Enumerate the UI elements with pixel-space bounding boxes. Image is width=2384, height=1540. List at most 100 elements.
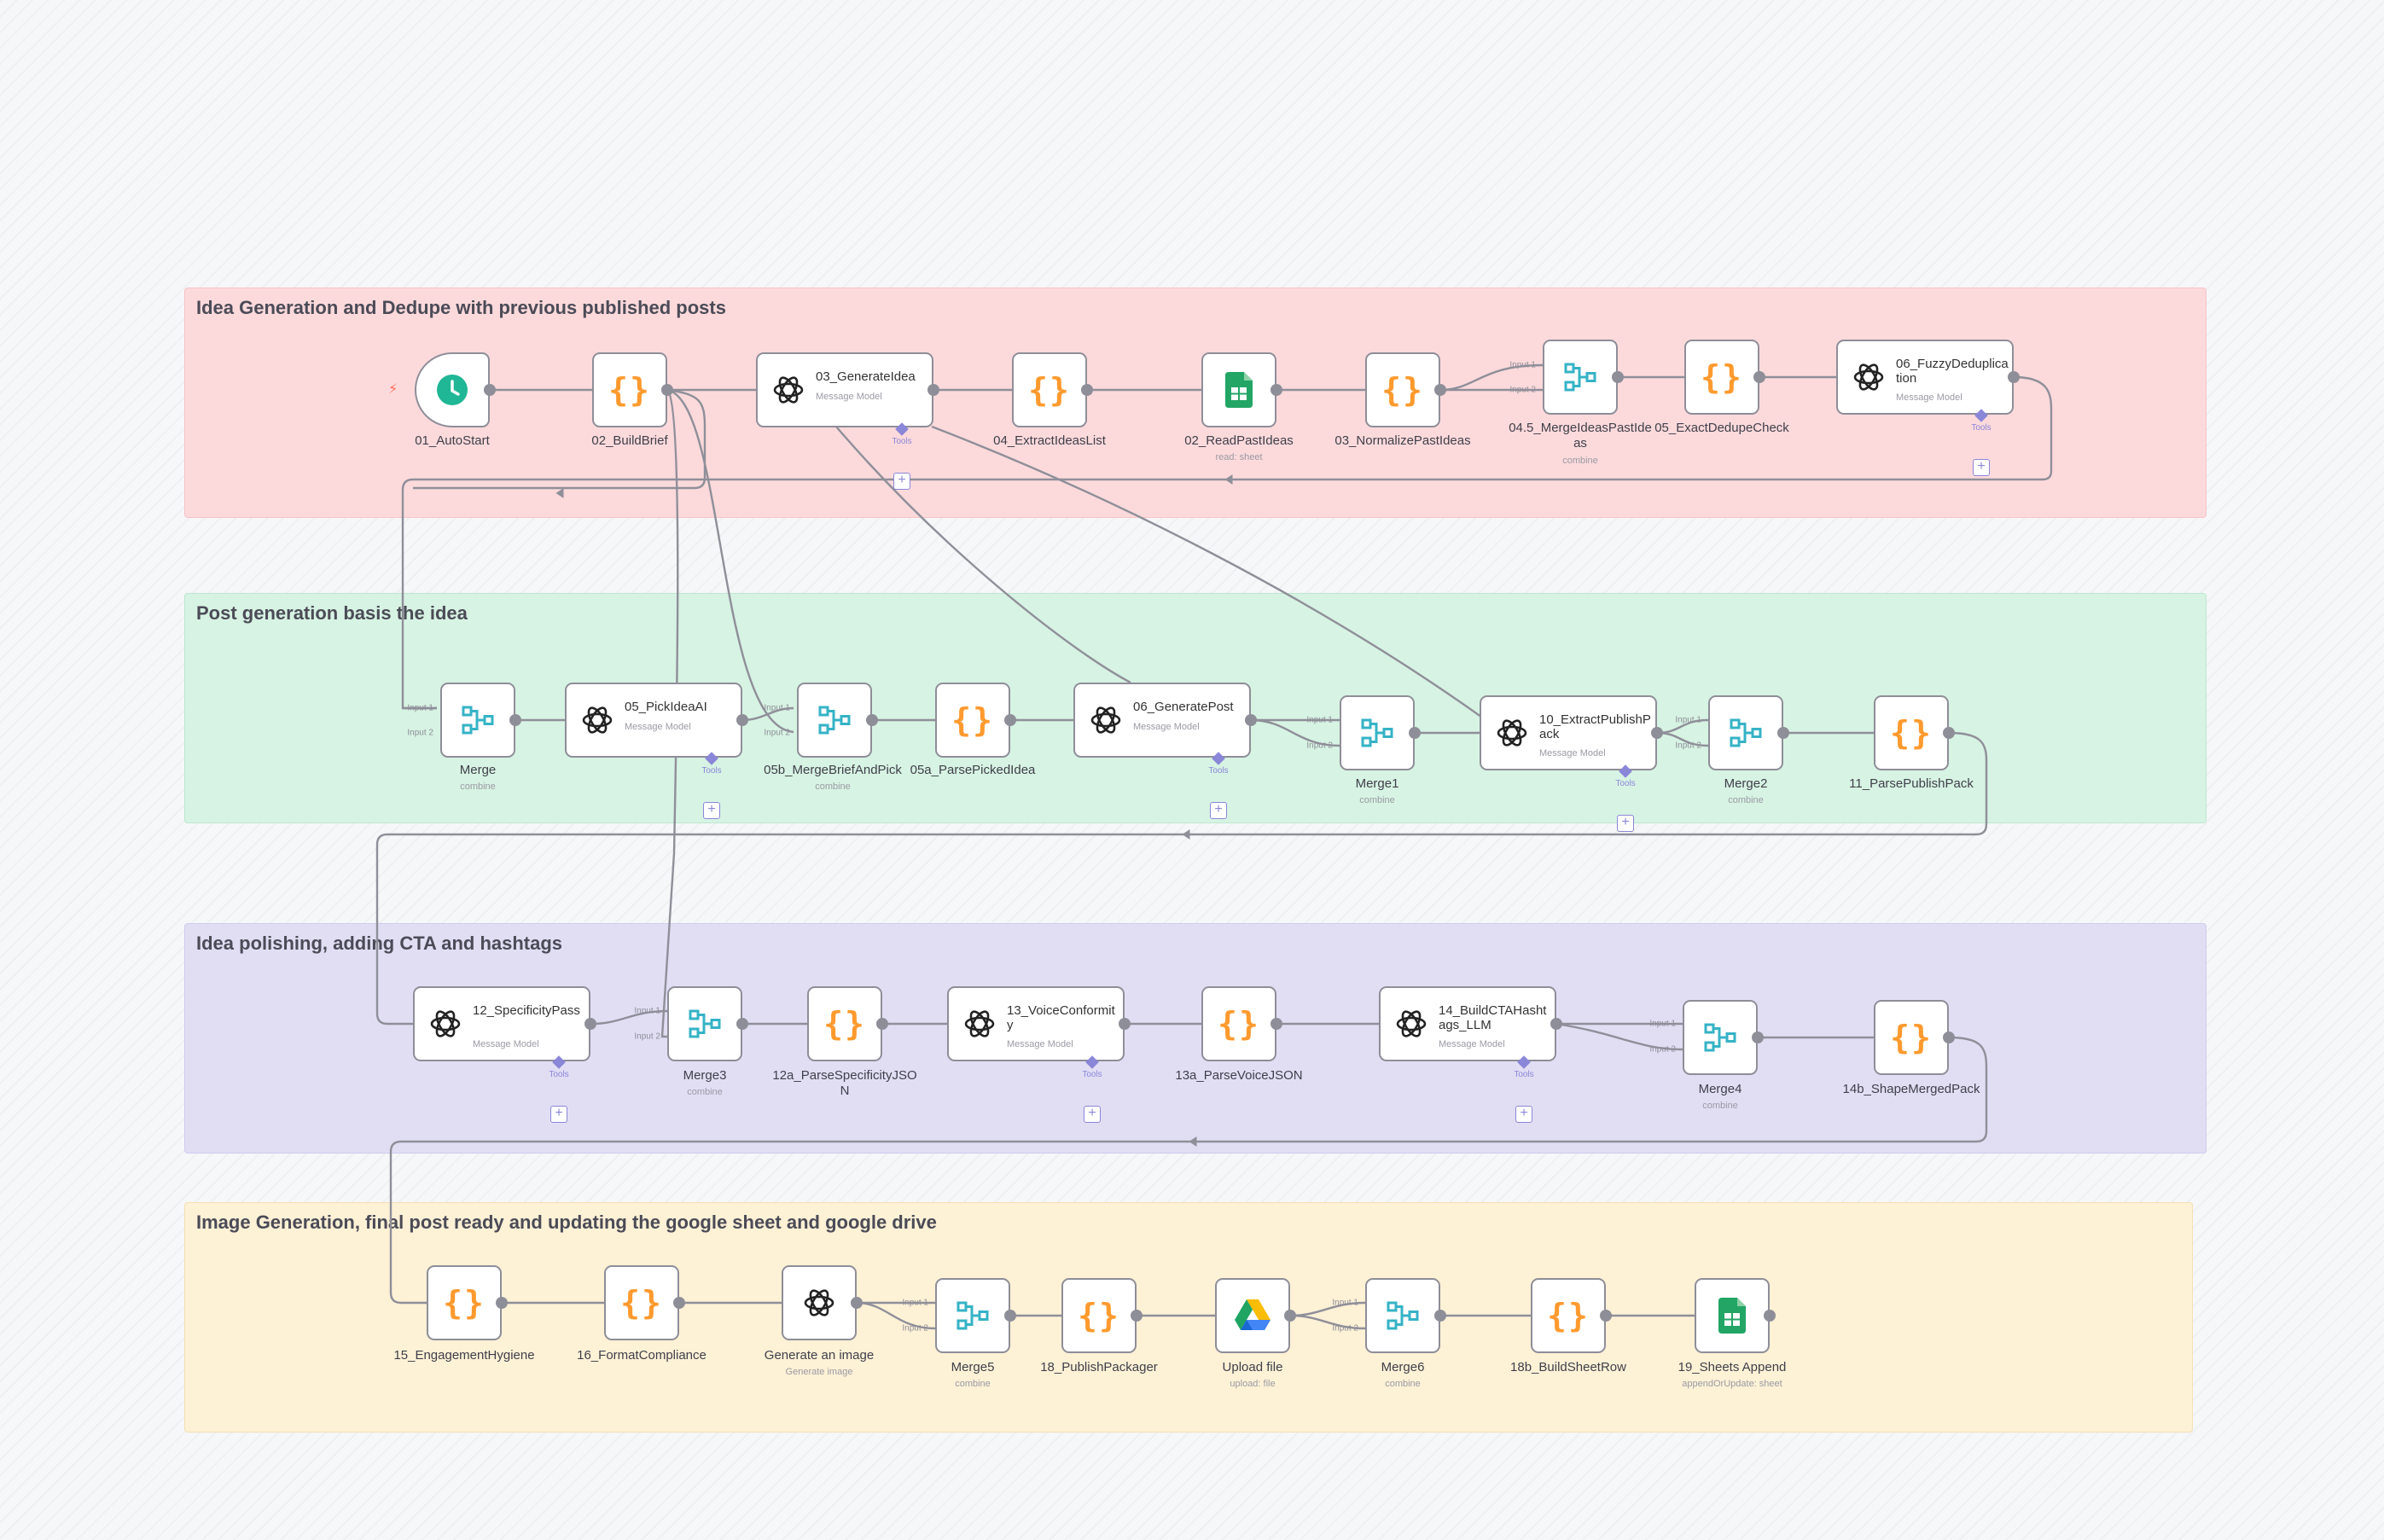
- code-braces-icon: {}: [951, 701, 994, 739]
- output-port[interactable]: [1284, 1310, 1296, 1322]
- node-extract-ideas[interactable]: {}: [1012, 352, 1087, 427]
- input-label: Input 1: [1649, 1019, 1676, 1029]
- node-merge2[interactable]: [1708, 695, 1783, 770]
- node-merge6[interactable]: [1365, 1278, 1440, 1353]
- node-subtitle: appendOrUpdate: sheet: [1682, 1379, 1782, 1389]
- output-port[interactable]: [851, 1297, 863, 1309]
- openai-icon: [802, 1286, 836, 1320]
- node-format-compliance[interactable]: {}: [604, 1265, 679, 1340]
- output-port[interactable]: [1131, 1310, 1143, 1322]
- node-subtitle: Generate image: [785, 1367, 853, 1377]
- node-engagement-hygiene[interactable]: {}: [427, 1265, 502, 1340]
- node-autostart[interactable]: [415, 352, 490, 427]
- node-label: Generate an image: [764, 1348, 875, 1363]
- output-port[interactable]: [1600, 1310, 1612, 1322]
- node-build-sheet-row[interactable]: {}: [1531, 1278, 1606, 1353]
- output-port[interactable]: [1434, 1310, 1446, 1322]
- node-build-brief[interactable]: {}: [592, 352, 667, 427]
- openai-icon: [428, 1007, 462, 1041]
- node-label: 04.5_MergeIdeasPastIdeas: [1509, 421, 1652, 450]
- add-tool-button[interactable]: +: [1515, 1106, 1532, 1123]
- output-port[interactable]: [2008, 371, 2020, 383]
- output-port[interactable]: [1004, 714, 1016, 726]
- output-port[interactable]: [1550, 1018, 1562, 1030]
- add-tool-button[interactable]: +: [1973, 459, 1990, 476]
- output-port[interactable]: [736, 714, 748, 726]
- node-build-cta-hashtags[interactable]: 14_BuildCTAHashtags_LLM Message Model: [1379, 986, 1556, 1061]
- add-tool-button[interactable]: +: [1210, 802, 1227, 819]
- add-tool-button[interactable]: +: [703, 802, 720, 819]
- output-port[interactable]: [1119, 1018, 1131, 1030]
- node-label: 14b_ShapeMergedPack: [1842, 1082, 1980, 1096]
- node-merge5[interactable]: [935, 1278, 1010, 1353]
- output-port[interactable]: [1245, 714, 1257, 726]
- node-extract-publish-pack[interactable]: 10_ExtractPublishPack Message Model: [1480, 695, 1657, 770]
- code-braces-icon: {}: [1381, 371, 1424, 409]
- add-tool-button[interactable]: +: [1617, 815, 1634, 832]
- node-merge[interactable]: [440, 683, 515, 758]
- add-tool-button[interactable]: +: [893, 473, 910, 490]
- output-port[interactable]: [1764, 1310, 1776, 1322]
- node-subtitle: Message Model: [1007, 1039, 1073, 1049]
- node-normalize-past-ideas[interactable]: {}: [1365, 352, 1440, 427]
- node-fuzzy-dedupe[interactable]: 06_FuzzyDeduplication Message Model: [1836, 340, 2014, 415]
- output-port[interactable]: [661, 384, 673, 396]
- output-port[interactable]: [1777, 727, 1789, 739]
- google-sheets-icon: [1718, 1298, 1746, 1334]
- node-generate-image[interactable]: [782, 1265, 857, 1340]
- node-merge-ideas-past[interactable]: [1543, 340, 1618, 415]
- output-port[interactable]: [484, 384, 496, 396]
- node-exact-dedupe[interactable]: {}: [1684, 340, 1759, 415]
- output-port[interactable]: [1752, 1032, 1764, 1043]
- input-label: Input 2: [407, 728, 433, 738]
- output-port[interactable]: [673, 1297, 685, 1309]
- output-port[interactable]: [1270, 1018, 1282, 1030]
- output-port[interactable]: [509, 714, 521, 726]
- openai-icon: [1852, 360, 1886, 394]
- node-publish-packager[interactable]: {}: [1061, 1278, 1137, 1353]
- node-parse-specificity[interactable]: {}: [807, 986, 882, 1061]
- output-port[interactable]: [1081, 384, 1093, 396]
- node-shape-merged-pack[interactable]: {}: [1874, 1000, 1949, 1075]
- node-merge-brief-pick[interactable]: [797, 683, 872, 758]
- output-port[interactable]: [876, 1018, 888, 1030]
- output-port[interactable]: [1409, 727, 1421, 739]
- output-port[interactable]: [866, 714, 878, 726]
- add-tool-button[interactable]: +: [1084, 1106, 1101, 1123]
- output-port[interactable]: [1434, 384, 1446, 396]
- node-generate-post[interactable]: 06_GeneratePost Message Model: [1073, 683, 1251, 758]
- node-merge3[interactable]: [667, 986, 742, 1061]
- node-sheets-append[interactable]: [1695, 1278, 1770, 1353]
- output-port[interactable]: [1943, 727, 1955, 739]
- node-upload-file[interactable]: [1215, 1278, 1290, 1353]
- merge-icon: [1730, 718, 1762, 747]
- input-label: Input 1: [407, 703, 433, 713]
- output-port[interactable]: [584, 1018, 596, 1030]
- output-port[interactable]: [1943, 1032, 1955, 1043]
- merge-icon: [689, 1009, 721, 1038]
- input-label: Input 2: [1306, 741, 1333, 751]
- output-port[interactable]: [1651, 727, 1663, 739]
- output-port[interactable]: [1753, 371, 1765, 383]
- output-port[interactable]: [1612, 371, 1624, 383]
- code-braces-icon: {}: [1890, 1019, 1933, 1056]
- node-voice-conformity[interactable]: 13_VoiceConformity Message Model: [947, 986, 1125, 1061]
- node-parse-voice[interactable]: {}: [1201, 986, 1276, 1061]
- node-subtitle: combine: [1562, 456, 1598, 466]
- node-parse-picked-idea[interactable]: {}: [935, 683, 1010, 758]
- output-port[interactable]: [1270, 384, 1282, 396]
- node-merge4[interactable]: [1683, 1000, 1758, 1075]
- node-specificity-pass[interactable]: 12_SpecificityPass Message Model: [413, 986, 590, 1061]
- add-tool-button[interactable]: +: [550, 1106, 567, 1123]
- output-port[interactable]: [1004, 1310, 1016, 1322]
- node-parse-publish-pack[interactable]: {}: [1874, 695, 1949, 770]
- node-merge1[interactable]: [1340, 695, 1415, 770]
- node-generate-idea[interactable]: 03_GenerateIdea Message Model: [756, 352, 933, 427]
- output-port[interactable]: [496, 1297, 508, 1309]
- node-pick-idea-ai[interactable]: 05_PickIdeaAI Message Model: [565, 683, 742, 758]
- output-port[interactable]: [927, 384, 939, 396]
- output-port[interactable]: [736, 1018, 748, 1030]
- node-read-past-ideas[interactable]: [1201, 352, 1276, 427]
- node-label: 18b_BuildSheetRow: [1510, 1360, 1626, 1374]
